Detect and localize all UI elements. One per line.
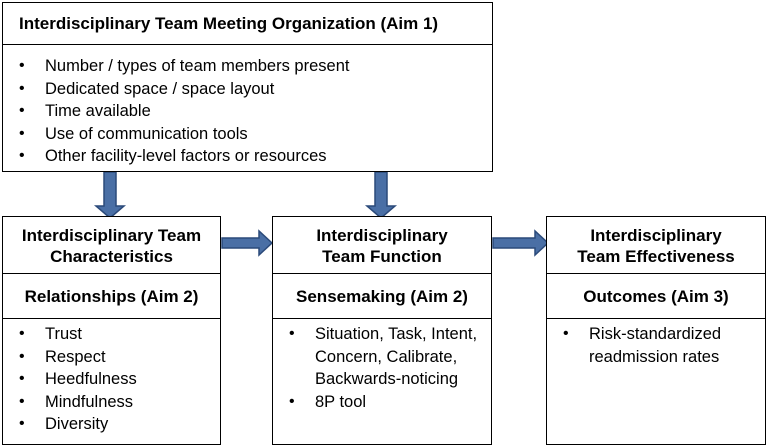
list-item: Number / types of team members present xyxy=(17,55,349,78)
team-characteristics-box: Interdisciplinary Team Characteristics R… xyxy=(2,216,221,445)
team-effectiveness-subtitle: Outcomes (Aim 3) xyxy=(547,273,765,319)
meeting-organization-box: Interdisciplinary Team Meeting Organizat… xyxy=(2,2,493,172)
list-item: Use of communication tools xyxy=(17,123,349,146)
list-item: Heedfulness xyxy=(17,368,137,391)
team-characteristics-subtitle: Relationships (Aim 2) xyxy=(3,273,220,319)
arrow-right-to-effectiveness xyxy=(492,229,550,257)
list-item: Respect xyxy=(17,346,137,369)
team-effectiveness-title: Interdisciplinary Team Effectiveness xyxy=(577,226,735,266)
team-function-title: Interdisciplinary Team Function xyxy=(316,226,448,266)
team-characteristics-title: Interdisciplinary Team Characteristics xyxy=(21,226,202,266)
arrow-down-function xyxy=(364,171,398,219)
team-function-list: Situation, Task, Intent, Concern, Calibr… xyxy=(287,323,487,413)
team-characteristics-list: Trust Respect Heedfulness Mindfulness Di… xyxy=(17,323,137,436)
team-effectiveness-box: Interdisciplinary Team Effectiveness Out… xyxy=(546,216,766,445)
list-item: Time available xyxy=(17,100,349,123)
list-item: Other facility-level factors or resource… xyxy=(17,145,349,168)
list-item: Situation, Task, Intent, Concern, Calibr… xyxy=(287,323,487,391)
arrow-down-characteristics xyxy=(93,171,127,219)
list-item: 8P tool xyxy=(287,391,487,414)
list-item: Trust xyxy=(17,323,137,346)
meeting-organization-title: Interdisciplinary Team Meeting Organizat… xyxy=(3,3,492,45)
list-item: Diversity xyxy=(17,413,137,436)
list-item: Risk-standardized readmission rates xyxy=(561,323,736,368)
team-effectiveness-list: Risk-standardized readmission rates xyxy=(561,323,736,368)
team-function-subtitle: Sensemaking (Aim 2) xyxy=(273,273,491,319)
team-function-box: Interdisciplinary Team Function Sensemak… xyxy=(272,216,492,445)
arrow-right-to-function xyxy=(221,229,274,257)
list-item: Mindfulness xyxy=(17,391,137,414)
list-item: Dedicated space / space layout xyxy=(17,78,349,101)
meeting-organization-list: Number / types of team members present D… xyxy=(17,55,349,168)
